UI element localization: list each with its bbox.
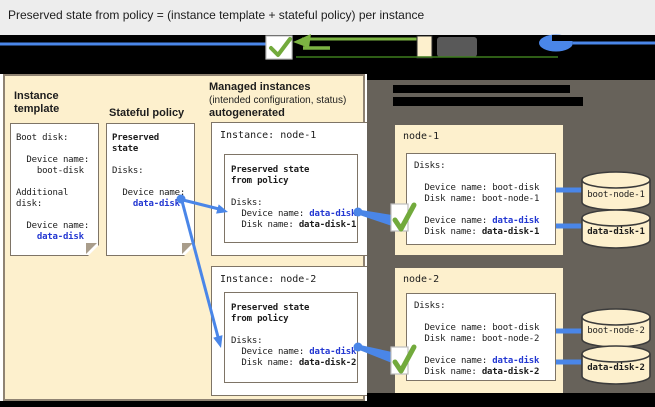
instance-template-doc: Boot disk: Device name: boot-disk Additi… bbox=[10, 123, 100, 257]
instance-template-doc-text: Boot disk: Device name: boot-disk Additi… bbox=[16, 133, 90, 242]
disk-label: data-disk-1 bbox=[587, 227, 645, 237]
vm-node-disks-text: Disks: Device name: boot-disk Disk name:… bbox=[414, 161, 540, 237]
disk-label: data-disk-2 bbox=[587, 363, 645, 373]
managed-instances-heading-line2: (intended configuration, status) bbox=[209, 95, 347, 106]
instance-template-heading: Instance template bbox=[14, 90, 60, 115]
vm-node-1-box: node-1 Disks: Device name: boot-disk Dis… bbox=[395, 125, 563, 255]
vm-node-disks-text: Disks: Device name: boot-disk Disk name:… bbox=[414, 301, 540, 377]
vm-instances-panel: node-1 Disks: Device name: boot-disk Dis… bbox=[367, 74, 655, 393]
managed-instances-heading-line3: autogenerated bbox=[209, 107, 285, 119]
vm-node-label: node-1 bbox=[403, 131, 440, 142]
instance-title: Instance: node-1 bbox=[220, 130, 317, 141]
footer-bar bbox=[0, 401, 655, 407]
mig-config-panel: Instance template Stateful policy Manage… bbox=[3, 74, 368, 401]
legend-bar bbox=[0, 35, 655, 74]
vm-node-2-box: node-2 Disks: Device name: boot-disk Dis… bbox=[395, 268, 563, 393]
page-title: Preserved state from policy = (instance … bbox=[8, 8, 425, 22]
stateful-policy-heading: Stateful policy bbox=[109, 107, 185, 119]
vm-node-label: node-2 bbox=[403, 274, 440, 285]
vm-node-1-disks-box: Disks: Device name: boot-disk Disk name:… bbox=[406, 153, 556, 245]
title-strip: Preserved state from policy = (instance … bbox=[0, 0, 655, 35]
managed-instances-heading: Managed instances (intended configuratio… bbox=[209, 81, 367, 120]
instance-title: Instance: node-2 bbox=[220, 274, 317, 285]
disk-label: boot-node-2 bbox=[587, 326, 645, 336]
folded-corner-flap-icon bbox=[86, 243, 97, 254]
vm-node-2-disks-box: Disks: Device name: boot-disk Disk name:… bbox=[406, 293, 556, 381]
redacted-heading-bar bbox=[393, 85, 570, 93]
redacted-strip bbox=[367, 74, 655, 80]
disk-label: boot-node-1 bbox=[587, 190, 645, 200]
redacted-heading-bar bbox=[393, 97, 583, 106]
managed-instances-heading-line1: Managed instances bbox=[209, 81, 311, 93]
folded-corner-flap-icon bbox=[182, 243, 193, 254]
